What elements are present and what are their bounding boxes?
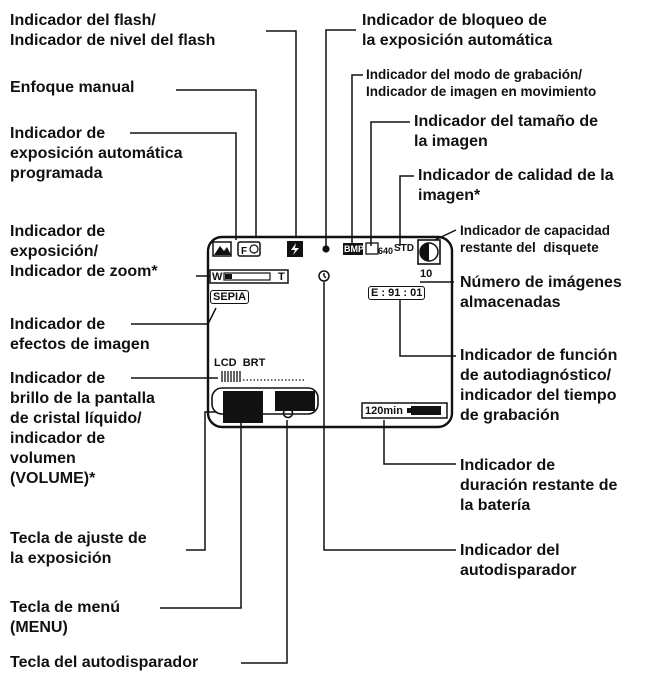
bmp-badge bbox=[343, 243, 363, 255]
leader-menu-key bbox=[160, 418, 242, 609]
bmp-label: BMP bbox=[344, 244, 364, 254]
label-picture-effect: Indicador de efectos de imagen bbox=[10, 316, 150, 353]
label-ae-lock: Indicador de bloqueo de la exposición au… bbox=[362, 12, 553, 49]
disk-capacity-icon bbox=[417, 239, 441, 265]
svg-text:F: F bbox=[241, 246, 247, 257]
leader-image-quality bbox=[399, 175, 414, 246]
lcd-screen-frame bbox=[206, 235, 454, 429]
diag-code-badge: E : 91 : 01 bbox=[368, 286, 426, 300]
zoom-w-label: W bbox=[212, 271, 223, 283]
leader-ae-lock bbox=[325, 29, 356, 246]
leader-self-timer bbox=[323, 282, 456, 551]
zoom-bar bbox=[209, 269, 289, 284]
label-record-mode: Indicador del modo de grabación/ Indicad… bbox=[366, 67, 597, 99]
leader-self-diagnosis bbox=[399, 299, 456, 357]
label-stored-images: Número de imágenes almacenadas bbox=[460, 274, 622, 311]
image-size-label: 640 bbox=[378, 246, 394, 256]
landscape-icon bbox=[212, 241, 232, 257]
flash-icon bbox=[287, 241, 303, 257]
label-self-timer: Indicador del autodisparador bbox=[460, 542, 577, 579]
label-manual-focus: Enfoque manual bbox=[10, 79, 135, 96]
battery-box bbox=[361, 402, 448, 419]
leader-battery bbox=[383, 420, 456, 465]
sepia-badge: SEPIA bbox=[210, 290, 250, 304]
label-self-timer-key: Tecla del autodisparador bbox=[10, 654, 199, 671]
ae-lock-dot-icon bbox=[322, 245, 330, 253]
leader-exposure-key bbox=[186, 411, 216, 551]
image-size-icon bbox=[365, 242, 379, 255]
key-bar bbox=[211, 387, 319, 423]
quality-label: STD bbox=[394, 243, 414, 254]
label-lcd-brightness: Indicador de brillo de la pantalla de cr… bbox=[10, 370, 155, 487]
leader-program-ae bbox=[130, 132, 237, 240]
label-battery-time: Indicador de duración restante de la bat… bbox=[460, 457, 618, 514]
label-program-ae: Indicador de exposición automática progr… bbox=[10, 125, 183, 182]
lcd-brt-label: LCD BRT bbox=[214, 357, 266, 369]
leader-flash bbox=[266, 30, 297, 236]
leader-image-size bbox=[370, 121, 410, 246]
zoom-t-label: T bbox=[278, 271, 285, 283]
self-timer-icon bbox=[318, 270, 330, 282]
label-image-quality: Indicador de calidad de la imagen* bbox=[418, 167, 614, 204]
brightness-scale bbox=[221, 371, 306, 382]
label-exposure-key: Tecla de ajuste de la exposición bbox=[10, 530, 147, 567]
manual-focus-icon: F bbox=[237, 241, 261, 257]
label-menu-key: Tecla de menú (MENU) bbox=[10, 599, 120, 636]
label-disk-capacity: Indicador de capacidad restante del disq… bbox=[460, 223, 611, 255]
label-image-size: Indicador del tamaño de la imagen bbox=[414, 113, 599, 150]
leader-self-timer-key bbox=[241, 420, 288, 664]
battery-time-label: 120min bbox=[365, 405, 403, 417]
label-exposure-zoom: Indicador de exposición/ Indicador de zo… bbox=[10, 223, 158, 280]
self-timer-key-icon bbox=[282, 407, 294, 419]
image-count-label: 10 bbox=[420, 268, 433, 280]
label-self-diagnosis: Indicador de función de autodiagnóstico/… bbox=[460, 347, 618, 424]
leader-manual-focus bbox=[176, 89, 257, 238]
leader-record-mode bbox=[351, 74, 363, 246]
label-flash: Indicador del flash/ Indicador de nivel … bbox=[10, 12, 216, 49]
